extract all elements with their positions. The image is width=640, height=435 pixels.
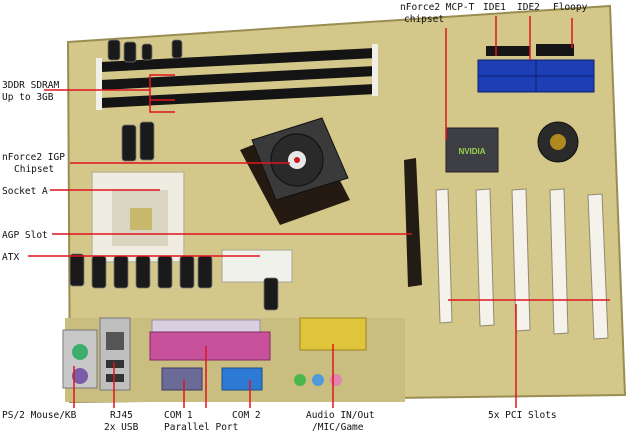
label-ddr-line2: Up to 3GB bbox=[2, 92, 54, 103]
audio-jack-pink bbox=[330, 374, 342, 386]
socket-a bbox=[91, 171, 185, 263]
capacitors-top bbox=[107, 39, 183, 162]
ide2-connector-lower bbox=[535, 75, 595, 93]
capacitor bbox=[121, 124, 137, 162]
pci-slot-5 bbox=[587, 193, 609, 340]
label-ps2: PS/2 Mouse/KB bbox=[2, 410, 77, 421]
ide2-connector bbox=[535, 59, 595, 77]
label-com1: COM 1 bbox=[164, 410, 193, 421]
dimm-slots bbox=[96, 44, 378, 110]
label-ide1: IDE1 bbox=[483, 2, 506, 13]
header-block bbox=[486, 46, 530, 56]
dimm-slot-1 bbox=[100, 48, 376, 72]
label-rj45-line1: RJ45 bbox=[110, 410, 133, 421]
usb-port-1 bbox=[106, 360, 124, 368]
chipset-fan-hub bbox=[550, 134, 566, 150]
labels: 3DDR SDRAM Up to 3GB nForce2 IGP Chipset… bbox=[2, 2, 588, 433]
label-parallel: Parallel Port bbox=[164, 422, 238, 433]
rear-io: MAC ID bbox=[62, 317, 367, 391]
floppy-connector bbox=[536, 44, 574, 56]
com2-port bbox=[221, 367, 263, 391]
capacitor bbox=[107, 39, 121, 61]
ide1-connector-lower bbox=[477, 75, 537, 93]
cpu-cooler bbox=[240, 117, 350, 225]
audio-jack-green bbox=[294, 374, 306, 386]
capacitors-vrm bbox=[69, 253, 279, 311]
label-atx: ATX bbox=[2, 252, 19, 263]
atx-power-connector bbox=[221, 249, 293, 283]
capacitor bbox=[141, 43, 153, 61]
nvidia-marking: NVIDIA bbox=[458, 147, 485, 156]
ps2-mouse-port bbox=[72, 344, 88, 360]
pci-slot-1 bbox=[435, 188, 453, 324]
dimm-slot-3 bbox=[100, 84, 376, 108]
capacitor bbox=[91, 255, 107, 289]
capacitor bbox=[171, 39, 183, 59]
label-igp-line2: Chipset bbox=[14, 164, 54, 175]
pci-slot-4 bbox=[549, 188, 569, 335]
rj45-port bbox=[106, 332, 124, 350]
callout-ddr bbox=[44, 74, 175, 91]
capacitor bbox=[113, 255, 129, 289]
parallel-port bbox=[149, 331, 271, 361]
agp-slot bbox=[404, 158, 422, 287]
callout-ddr-3 bbox=[149, 100, 175, 113]
capacitor bbox=[197, 255, 213, 289]
fan-hub-dot bbox=[294, 157, 300, 163]
label-audio-line1: Audio IN/Out bbox=[306, 410, 375, 421]
ide1-connector bbox=[477, 59, 537, 77]
audio-jack-blue bbox=[312, 374, 324, 386]
label-mcp-line2: chipset bbox=[404, 14, 444, 25]
mcp-chip: NVIDIA bbox=[445, 127, 499, 173]
label-pci-slots: 5x PCI Slots bbox=[488, 410, 557, 421]
label-audio-line2: /MIC/Game bbox=[312, 422, 364, 433]
label-com2: COM 2 bbox=[232, 410, 261, 421]
pci-slot-3 bbox=[511, 188, 531, 332]
capacitor bbox=[123, 41, 137, 63]
dimm-slot-2 bbox=[100, 66, 376, 90]
dimm-latch-left bbox=[96, 58, 102, 110]
label-ide2: IDE2 bbox=[517, 2, 540, 13]
label-igp-line1: nForce2 IGP bbox=[2, 152, 65, 163]
label-agp: AGP Slot bbox=[2, 230, 48, 241]
label-mcp-line1: nForce2 MCP-T bbox=[400, 2, 475, 13]
pci-slots bbox=[435, 188, 609, 340]
ps2-keyboard-port bbox=[72, 368, 88, 384]
label-floppy: Floopy bbox=[553, 2, 588, 13]
drive-connectors bbox=[477, 44, 595, 93]
callout-lines bbox=[28, 16, 610, 408]
capacitor bbox=[179, 255, 195, 289]
com1-port bbox=[161, 367, 203, 391]
capacitor bbox=[69, 253, 85, 287]
label-ddr-line1: 3DDR SDRAM bbox=[2, 80, 59, 91]
capacitor bbox=[139, 121, 155, 161]
label-socket: Socket A bbox=[2, 186, 48, 197]
label-rj45-line2: 2x USB bbox=[104, 422, 139, 433]
usb-port-2 bbox=[106, 374, 124, 382]
capacitor bbox=[263, 277, 279, 311]
capacitor bbox=[135, 255, 151, 289]
dimm-latch-right bbox=[372, 44, 378, 96]
capacitor bbox=[157, 255, 173, 289]
pci-slot-2 bbox=[475, 188, 495, 327]
socket-center bbox=[130, 208, 152, 230]
chip-icon bbox=[445, 127, 499, 173]
